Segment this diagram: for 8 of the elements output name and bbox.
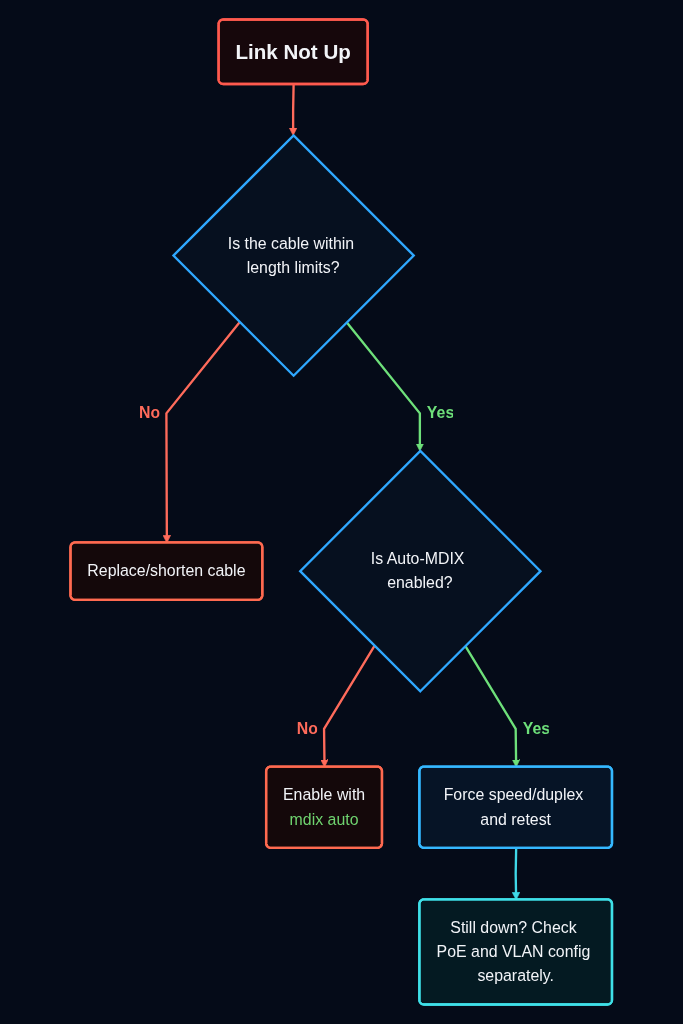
node-diamond: Is the cable within length limits? (172, 133, 416, 378)
edge-label: No (139, 404, 161, 422)
edge-label: No (297, 719, 319, 738)
edge-label: Yes (522, 719, 550, 738)
edge-label: Yes (427, 404, 455, 422)
arrow (289, 84, 298, 136)
arrow (346, 321, 425, 452)
node-diamond: Is Auto-MDIX enabled? (298, 449, 543, 693)
